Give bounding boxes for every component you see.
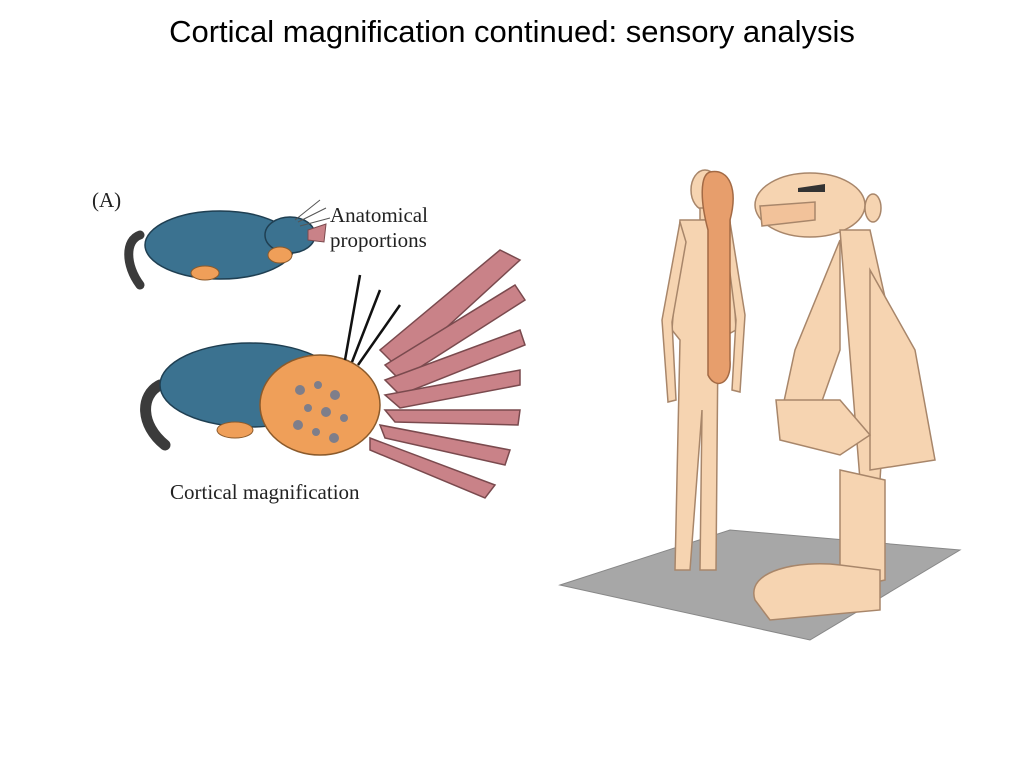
mole-illustration xyxy=(124,199,527,499)
homunculus-eye xyxy=(798,184,825,192)
homunculus-figure xyxy=(540,150,980,670)
homunculus-illustration xyxy=(558,169,962,641)
cortical-magnification-label: Cortical magnification xyxy=(170,480,360,504)
normal-human-figure xyxy=(661,169,746,571)
anatomical-label-line2: proportions xyxy=(330,228,427,252)
anatomical-label-line1: Anatomical xyxy=(330,203,428,227)
panel-label: (A) xyxy=(92,188,122,212)
mole-magnified xyxy=(140,249,527,499)
anatomical-proportions-label: Anatomical proportions xyxy=(330,203,428,253)
mole-figure: (A) Anatomical proportions Cortical magn… xyxy=(80,180,530,520)
sensory-homunculus xyxy=(753,172,936,621)
slide-title: Cortical magnification continued: sensor… xyxy=(169,14,855,49)
cortical-strip xyxy=(701,170,734,385)
mole-anatomical xyxy=(124,199,331,290)
